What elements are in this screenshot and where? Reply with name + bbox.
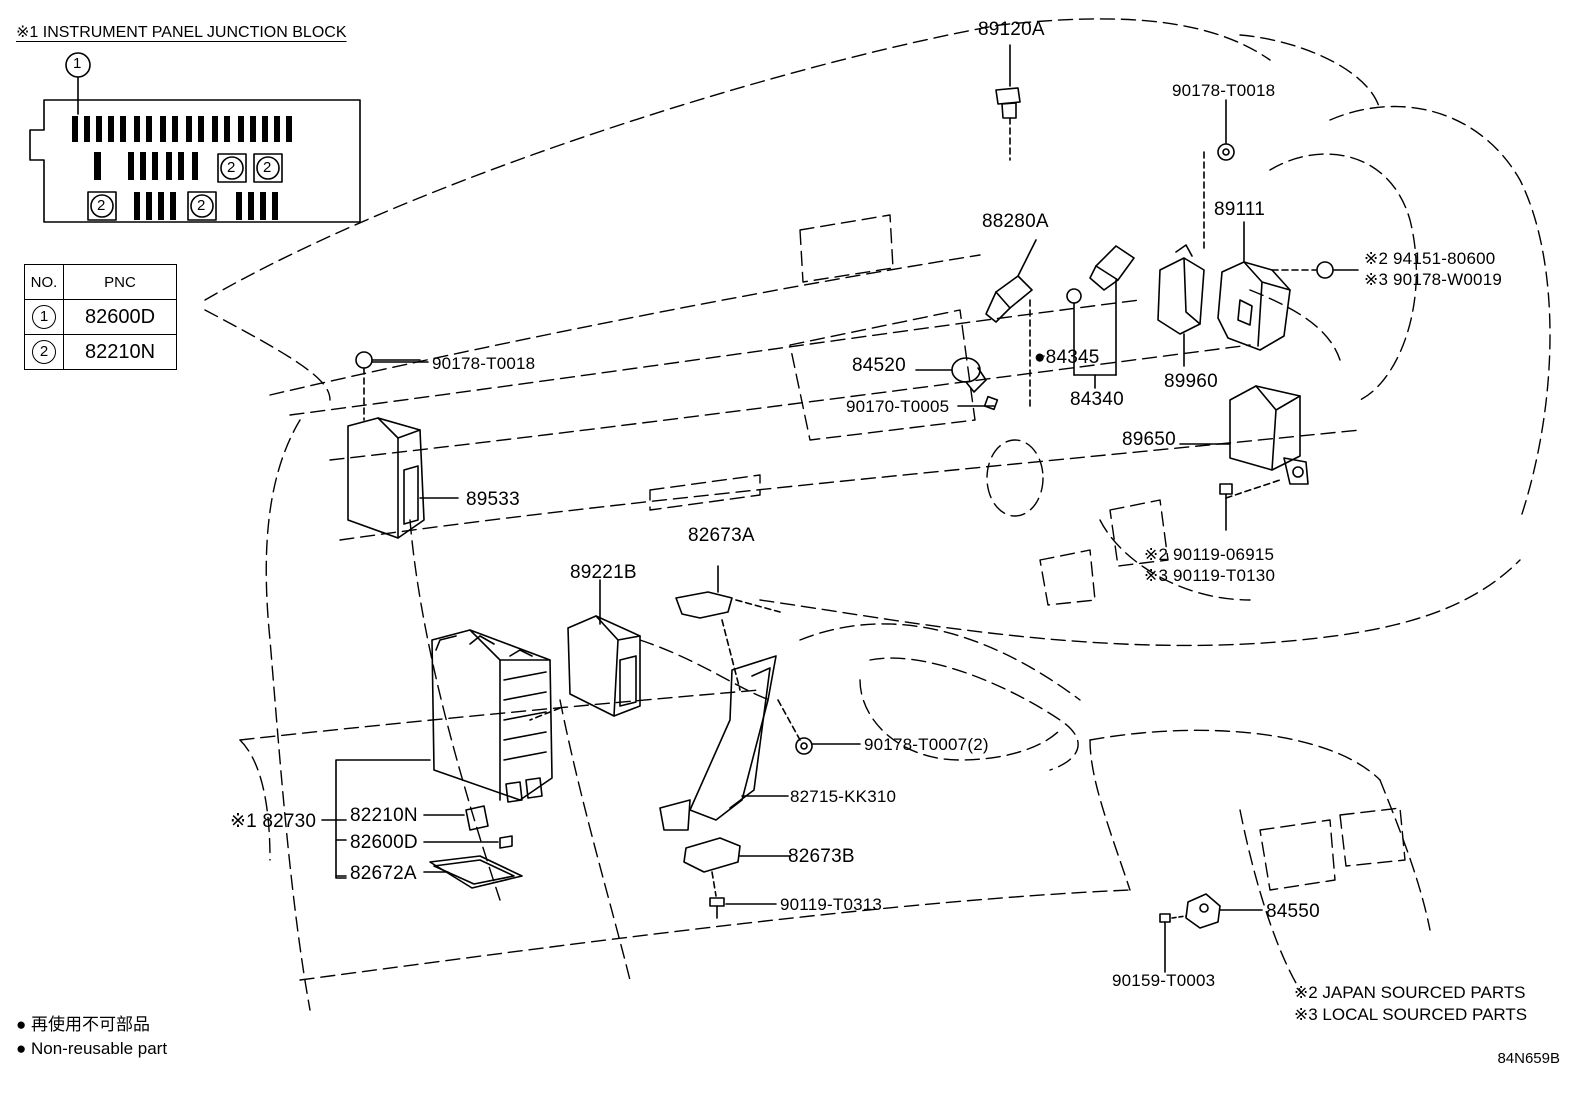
part-82673A [675,565,781,691]
inset-cell-2: 2 [263,159,272,176]
part-82672A [423,855,523,889]
label-89533: 89533 [466,489,520,510]
label-82672A: 82672A [350,863,417,884]
row-pnc: 82210N [63,334,177,370]
diagram-code: 84N659B [1497,1050,1560,1067]
label-88280A: 88280A [982,211,1049,232]
label-84340: 84340 [1070,389,1124,410]
part-clip-top [1203,99,1235,251]
label-82715-KK310: 82715-KK310 [790,787,897,806]
row-no-circle: 1 [32,305,56,329]
row-pnc: 82600D [63,299,177,335]
note-japan-sourced: ※2 JAPAN SOURCED PARTS [1294,983,1526,1002]
part-84550 [1159,893,1263,973]
col-no-header: NO. [24,264,64,300]
label-82673B: 82673B [788,846,855,867]
inset-cell-2: 2 [97,197,106,214]
label-89111: 89111 [1214,199,1266,220]
part-82600D [423,835,513,849]
label-90119-T0130: ※3 90119-T0130 [1144,566,1276,585]
leader-lines [371,355,1045,407]
dashboard-outline [204,18,1551,1011]
label-90178-T0018-left: 90178-T0018 [432,354,536,373]
part-nut-90178-T0007 [795,737,861,755]
label-90119-06915: ※2 90119-06915 [1144,545,1275,564]
part-89111 [1217,221,1359,351]
label-90178-T0018-top: 90178-T0018 [1172,81,1276,100]
pnc-table: NO. PNC 1 82600D 2 82210N [24,264,177,370]
part-89221B [529,579,641,721]
label-89650: 89650 [1122,429,1176,450]
label-94151-80600: ※2 94151-80600 [1364,249,1496,268]
col-pnc-header: PNC [63,264,177,300]
part-bolt-90119-T0313 [709,897,777,919]
part-82210N-fuse [423,805,489,831]
inset-callout-1: 1 [73,55,82,72]
inset-cell-2: 2 [197,197,206,214]
row-no-circle: 2 [32,340,56,364]
label-82673A: 82673A [688,525,755,546]
label-82600D: 82600D [350,832,418,853]
label-90159-T0003: 90159-T0003 [1112,971,1216,990]
part-89533 [347,351,459,539]
part-82715-brace [659,655,801,831]
note-nonreusable-jp: ● 再使用不可部品 [16,1015,150,1034]
label-89120A: 89120A [978,19,1045,40]
part-84520 [915,357,999,411]
label-90119-T0313: 90119-T0313 [780,895,883,914]
part-88280A [985,239,1037,411]
table-row: 2 82210N [24,334,177,370]
label-89221B: 89221B [570,562,637,583]
label-84550: 84550 [1266,901,1320,922]
label-90178-T0007: 90178-T0007(2) [864,735,989,754]
inset-title: ※1 INSTRUMENT PANEL JUNCTION BLOCK [16,24,347,41]
inset-cell-2: 2 [227,159,236,176]
label-84520: 84520 [852,355,906,376]
part-84340 [1066,245,1135,389]
part-82730 [321,629,553,879]
part-89650 [1179,385,1309,531]
junction-block-inset [29,52,361,223]
part-89120A [995,44,1021,161]
label-82730: ※1 82730 [230,811,317,832]
note-local-sourced: ※3 LOCAL SOURCED PARTS [1294,1005,1528,1024]
note-nonreusable-en: ● Non-reusable part [16,1039,168,1058]
label-90170-T0005: 90170-T0005 [846,397,950,416]
label-89960: 89960 [1164,371,1218,392]
fuse-slots [72,116,292,220]
label-90178-W0019: ※3 90178-W0019 [1364,270,1503,289]
table-header-row: NO. PNC [24,264,177,300]
table-row: 1 82600D [24,299,177,335]
label-82210N: 82210N [350,805,418,826]
label-84345: ●84345 [1034,347,1100,368]
part-89960 [1157,244,1205,367]
part-82673B [683,837,791,897]
